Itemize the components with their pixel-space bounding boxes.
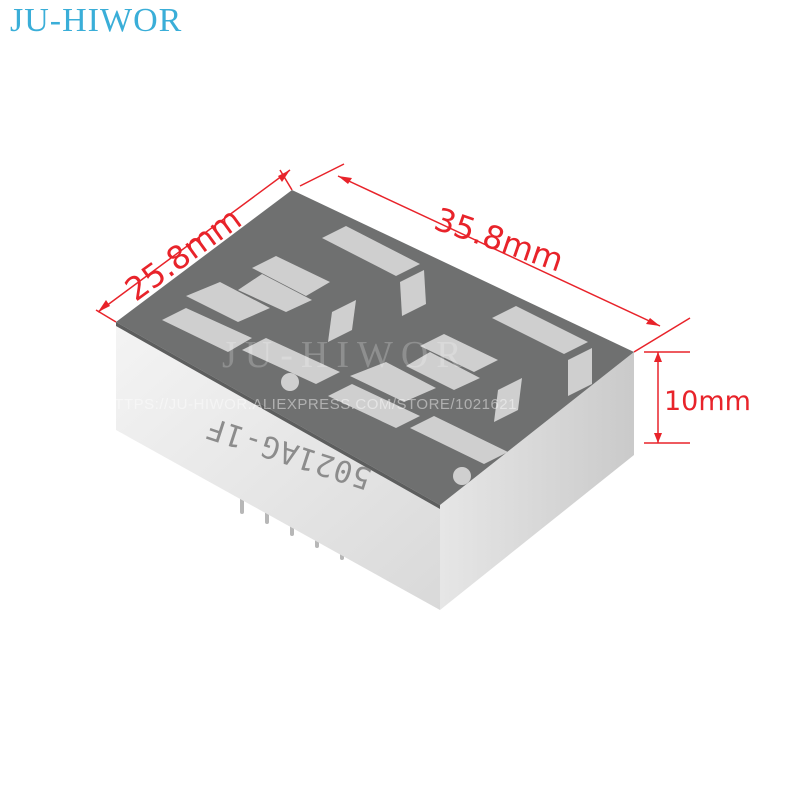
segment <box>162 308 252 352</box>
segment <box>494 378 522 422</box>
display-face <box>116 190 634 505</box>
height-dimension-label: 10mm <box>664 386 751 417</box>
dimension-lines <box>95 163 691 444</box>
segment <box>242 338 340 384</box>
dimension-arrows <box>98 170 662 443</box>
watermark-text: JU-HIWOR <box>222 334 470 376</box>
segment <box>492 306 588 354</box>
right-side <box>440 352 634 610</box>
decimal-point <box>453 467 471 485</box>
decimal-point <box>281 373 299 391</box>
segment <box>410 416 508 464</box>
segment <box>252 256 330 296</box>
watermark-url: HTTPS://JU-HIWOR.ALIEXPRESS.COM/STORE/10… <box>103 396 517 413</box>
segment <box>328 300 356 342</box>
segment <box>328 384 420 428</box>
segment <box>406 352 480 390</box>
segment <box>322 226 420 276</box>
segment <box>400 270 426 316</box>
brand-logo: JU-HIWOR <box>10 2 183 39</box>
front-side <box>116 322 440 610</box>
segment <box>350 362 436 402</box>
segment <box>186 282 270 322</box>
segment <box>568 348 592 396</box>
segment <box>238 274 312 312</box>
digit-1 <box>162 226 426 391</box>
digit-2 <box>328 306 592 485</box>
segment <box>420 334 498 372</box>
